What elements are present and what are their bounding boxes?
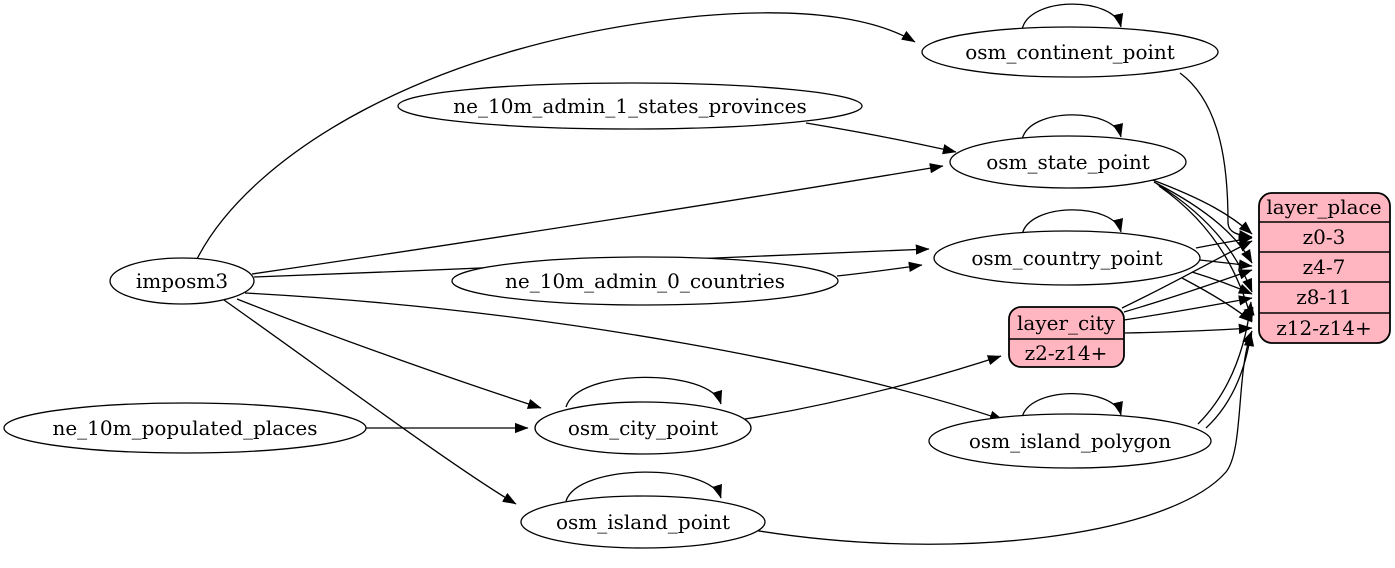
self-loop-osm_country_point [1021, 209, 1123, 236]
node-osm_continent_point-label: osm_continent_point [965, 40, 1175, 64]
node-osm_state_point-shape [949, 135, 1187, 189]
record-layer_city-title: layer_city [1017, 311, 1116, 335]
node-imposm3-shape [109, 257, 255, 305]
record-layer_place-box [1258, 192, 1391, 344]
edge-ne_10m_admin_1-to-osm_state_point [805, 122, 957, 155]
edge-ne_10m_admin_0-to-osm_country_point [836, 261, 923, 277]
node-ne_10m_admin_1-label: ne_10m_admin_1_states_provinces [453, 94, 806, 118]
node-osm_country_point-label: osm_country_point [971, 246, 1162, 270]
node-osm_island_polygon-shape [928, 413, 1212, 469]
edge-imposm3-to-osm_island_point [223, 299, 517, 505]
node-ne_10m_admin_0-label: ne_10m_admin_0_countries [505, 269, 785, 293]
node-ne_10m_admin_0_countries: ne_10m_admin_0_countries [451, 256, 839, 306]
edge-osm_continent_point-to-layer_place-z0-3 [1179, 72, 1253, 241]
node-osm_country_point-shape [933, 230, 1201, 286]
node-imposm3-label: imposm3 [136, 269, 228, 293]
edge-imposm3-to-osm_state_point [251, 163, 944, 275]
self-loop-osm_city_point [565, 376, 723, 408]
self-loop-osm_state_point [1021, 114, 1123, 141]
edge-osm_country_point-to-layer_place-z0-3 [1195, 235, 1253, 249]
node-osm_city_point-label: osm_city_point [568, 416, 718, 440]
record-layer_place-row-z0-3: z0-3 [1303, 225, 1346, 249]
edge-osm_island_polygon-to-layer_place-z8-11 [1197, 301, 1255, 425]
edge-group [196, 3, 1255, 545]
node-ne_10m_populated_places-label: ne_10m_populated_places [52, 416, 317, 440]
record-layer_city: layer_city z2-z14+ [1008, 306, 1125, 368]
record-layer_place: layer_place z0-3 z4-7 z8-11 z12-z14+ [1258, 192, 1391, 344]
node-osm_island_polygon: osm_island_polygon [928, 413, 1212, 469]
node-osm_continent_point-shape [921, 26, 1219, 78]
edge-layer_city-to-layer_place-z8-11 [1123, 295, 1253, 321]
edge-osm_country_point-to-layer_place-z4-7 [1198, 259, 1253, 270]
edge-imposm3-to-osm_island_polygon [244, 292, 1004, 421]
record-layer_place-title: layer_place [1266, 195, 1381, 219]
edge-layer_city-to-layer_place-z0-3 [1121, 240, 1253, 309]
record-layer_place-row-z8-11: z8-11 [1296, 285, 1351, 309]
node-osm_city_point: osm_city_point [534, 401, 752, 455]
node-ne_10m_admin_1-shape [397, 82, 863, 130]
node-osm_state_point-label: osm_state_point [986, 150, 1150, 174]
edge-imposm3-to-osm_city_point [236, 298, 542, 409]
node-osm_state_point: osm_state_point [949, 135, 1187, 189]
node-osm_island_point: osm_island_point [520, 495, 766, 549]
edge-imposm3-to-osm_continent_point [196, 12, 916, 260]
node-ne_10m_admin_1_states_provinces: ne_10m_admin_1_states_provinces [397, 82, 863, 130]
node-osm_city_point-shape [534, 401, 752, 455]
node-ne_10m_populated_places: ne_10m_populated_places [3, 402, 367, 454]
node-imposm3: imposm3 [109, 257, 255, 305]
record-layer_place-row-z4-7: z4-7 [1303, 255, 1346, 279]
node-osm_continent_point: osm_continent_point [921, 26, 1219, 78]
edge-osm_state_point-to-layer_place-z0-3 [1149, 178, 1253, 235]
node-osm_country_point: osm_country_point [933, 230, 1201, 286]
edge-osm_island_point-to-layer_place-z12-z14 [752, 330, 1253, 545]
record-layer_city-row-z2-z14: z2-z14+ [1025, 341, 1108, 365]
edge-osm_city_point-to-layer_city-z2 [744, 355, 1002, 420]
node-osm_island_point-shape [520, 495, 766, 549]
node-ne_10m_populated_places-shape [3, 402, 367, 454]
node-osm_island_polygon-label: osm_island_polygon [969, 429, 1171, 453]
edge-layer_city-to-layer_place-z12-z14 [1124, 323, 1253, 334]
record-layer_place-row-z12-z14: z12-z14+ [1276, 316, 1372, 340]
edge-osm_state_point-to-layer_place-z4-7 [1153, 181, 1253, 264]
edge-osm_country_point-to-layer_place-z12-z14 [1181, 277, 1253, 323]
self-loop-osm_continent_point [1021, 3, 1124, 31]
self-loop-osm_island_polygon [1021, 393, 1123, 419]
node-ne_10m_admin_0-shape [451, 256, 839, 306]
edge-osm_country_point-to-layer_place-z8-11 [1191, 271, 1253, 295]
edge-layer_city-to-layer_place-z4-7 [1123, 269, 1253, 313]
edge-osm_state_point-to-layer_place-z8-11 [1156, 183, 1253, 293]
record-layer_city-box [1008, 306, 1125, 368]
node-osm_island_point-label: osm_island_point [556, 510, 730, 534]
self-loop-osm_island_point [565, 471, 722, 502]
